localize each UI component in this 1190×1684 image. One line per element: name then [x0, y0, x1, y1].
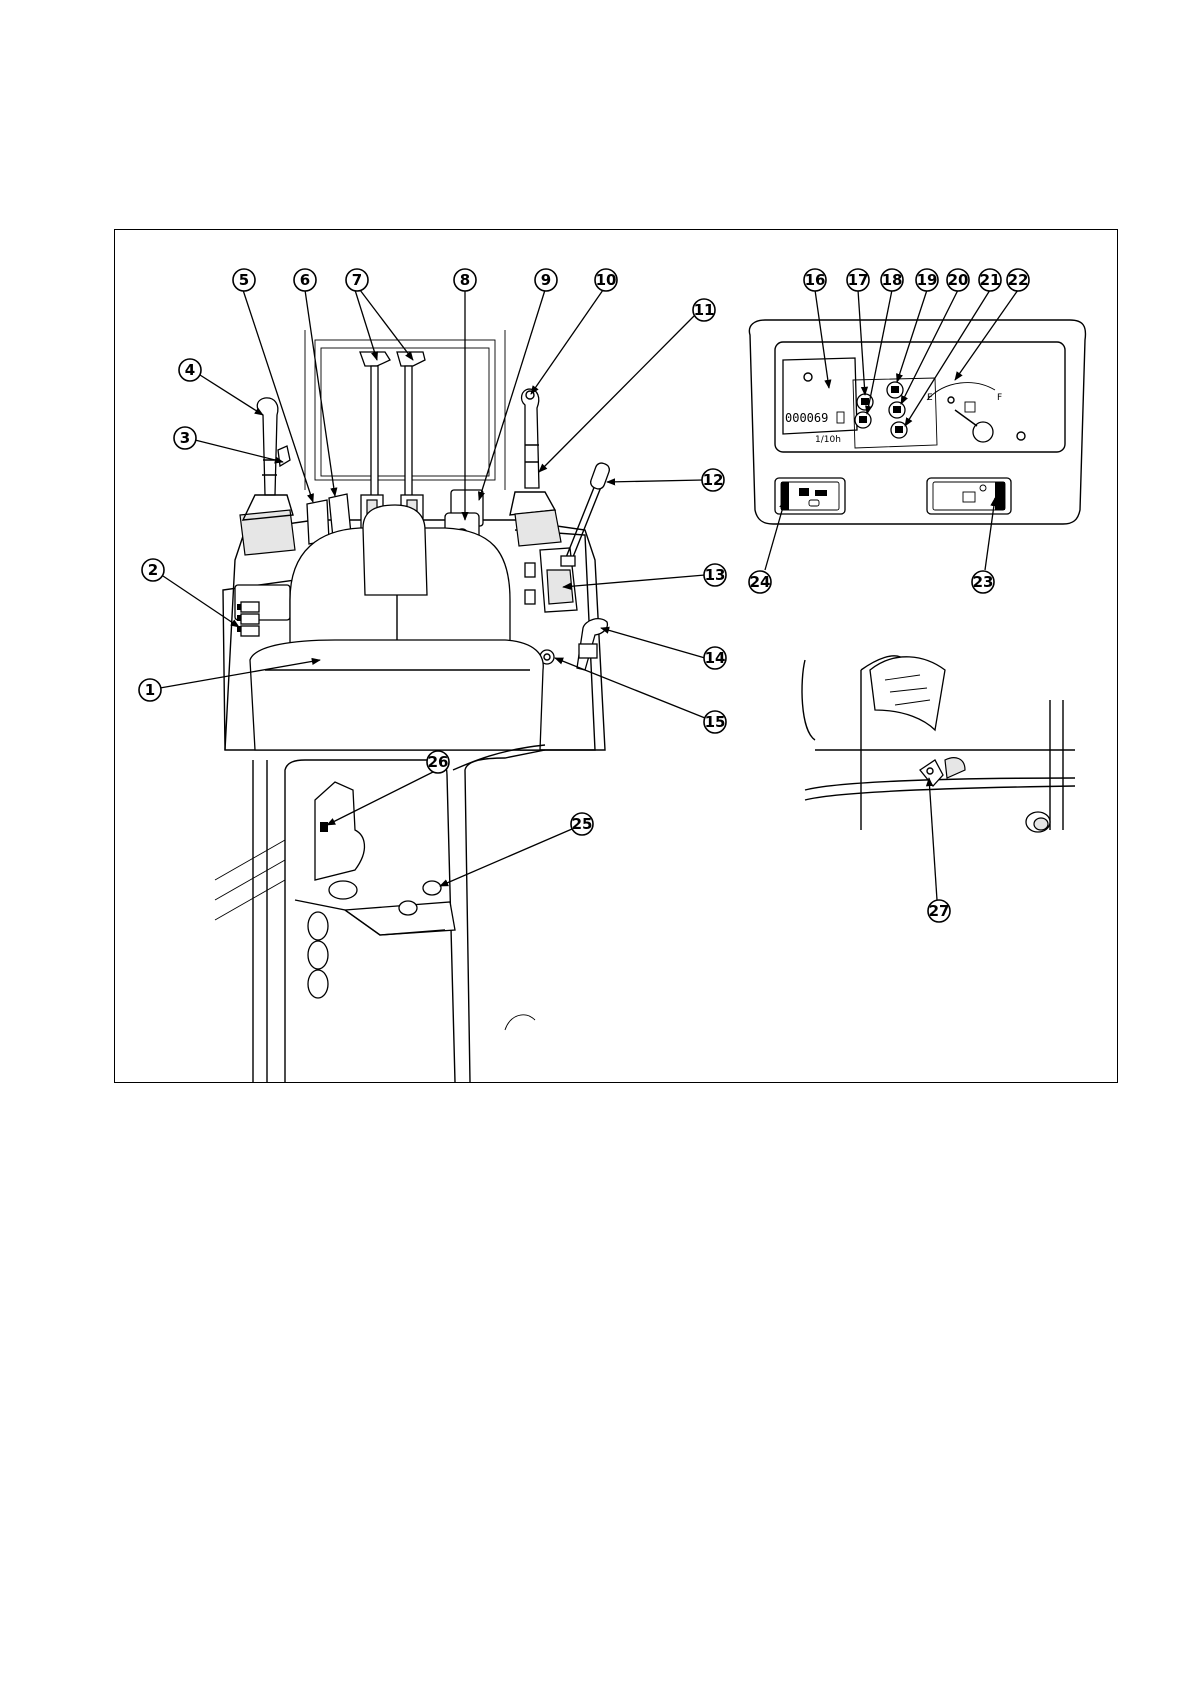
switch-24[interactable]: [775, 478, 845, 514]
svg-text:27: 27: [929, 902, 950, 920]
callout-26: 26: [427, 751, 449, 773]
svg-text:24: 24: [750, 573, 771, 591]
svg-text:3: 3: [180, 429, 190, 447]
callout-13: 13: [704, 564, 726, 586]
svg-text:8: 8: [460, 271, 470, 289]
callout-6: 6: [294, 269, 316, 291]
button-25[interactable]: [423, 881, 441, 895]
svg-text:17: 17: [848, 271, 869, 289]
svg-text:18: 18: [882, 271, 903, 289]
warning-lamps: [855, 382, 907, 438]
callout-9: 9: [535, 269, 557, 291]
svg-text:23: 23: [973, 573, 994, 591]
callout-10: 10: [595, 269, 617, 291]
svg-text:2: 2: [148, 561, 158, 579]
instrument-panel: 000069 1/10h E F: [749, 320, 1085, 524]
callout-8: 8: [454, 269, 476, 291]
svg-text:20: 20: [948, 271, 969, 289]
svg-text:4: 4: [185, 361, 195, 379]
fuel-gauge: E F: [927, 383, 1025, 442]
svg-text:6: 6: [300, 271, 310, 289]
callout-23: 23: [972, 571, 994, 593]
svg-text:1: 1: [145, 681, 155, 699]
svg-text:9: 9: [541, 271, 551, 289]
callout-16: 16: [804, 269, 826, 291]
svg-text:22: 22: [1008, 271, 1029, 289]
callout-1: 1: [139, 679, 161, 701]
svg-text:11: 11: [694, 301, 715, 319]
callout-24: 24: [749, 571, 771, 593]
svg-text:19: 19: [917, 271, 938, 289]
fuel-pump-icon: [965, 402, 975, 412]
callout-17: 17: [847, 269, 869, 291]
operator-controls-diagram: 000069 1/10h E F: [115, 230, 1119, 1084]
svg-text:12: 12: [703, 471, 724, 489]
seat-detail-view: [802, 656, 1075, 832]
callout-20: 20: [947, 269, 969, 291]
svg-text:13: 13: [705, 566, 726, 584]
callout-12: 12: [702, 469, 724, 491]
callout-3: 3: [174, 427, 196, 449]
svg-text:5: 5: [239, 271, 249, 289]
callout-7: 7: [346, 269, 368, 291]
svg-text:21: 21: [980, 271, 1001, 289]
svg-text:16: 16: [805, 271, 826, 289]
callout-4: 4: [179, 359, 201, 381]
callout-19: 19: [916, 269, 938, 291]
callout-15: 15: [704, 711, 726, 733]
svg-text:14: 14: [705, 649, 726, 667]
svg-text:7: 7: [352, 271, 362, 289]
fuel-gauge-empty-label: E: [927, 393, 933, 403]
callout-18: 18: [881, 269, 903, 291]
callout-25: 25: [571, 813, 593, 835]
callout-11: 11: [693, 299, 715, 321]
callout-2: 2: [142, 559, 164, 581]
callout-5: 5: [233, 269, 255, 291]
callout-14: 14: [704, 647, 726, 669]
svg-text:26: 26: [428, 753, 449, 771]
svg-text:15: 15: [705, 713, 726, 731]
fuel-gauge-full-label: F: [997, 393, 1002, 403]
hour-meter-readout: 000069: [785, 411, 828, 425]
callout-22: 22: [1007, 269, 1029, 291]
callout-27: 27: [928, 900, 950, 922]
pillar-detail-view: [215, 745, 545, 1082]
svg-text:25: 25: [572, 815, 593, 833]
switch-23[interactable]: [927, 478, 1011, 514]
figure-frame: 000069 1/10h E F: [114, 229, 1118, 1083]
cab-overview-illustration: [223, 330, 611, 750]
callout-21: 21: [979, 269, 1001, 291]
svg-text:10: 10: [596, 271, 617, 289]
hour-meter-unit: 1/10h: [815, 435, 841, 445]
